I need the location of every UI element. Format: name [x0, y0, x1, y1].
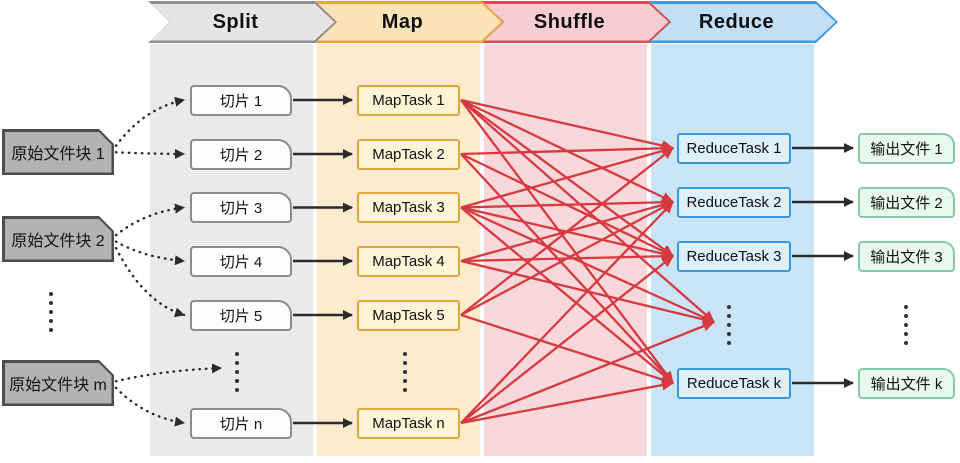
source-block-2-label: 原始文件块 2 — [5, 219, 112, 260]
split-banner-label: Split — [212, 10, 259, 33]
reduce-banner-label: Reduce — [698, 10, 775, 33]
map-banner-body: Map — [318, 4, 502, 41]
map-task-5: MapTask 5 — [357, 299, 460, 331]
shuffle-banner-label: Shuffle — [533, 10, 606, 33]
slice-4: 切片 4 — [190, 245, 292, 277]
reduce-task-k: ReduceTask k — [677, 367, 791, 399]
reduce-task-2: ReduceTask 2 — [677, 186, 791, 218]
map-task-3: MapTask 3 — [357, 192, 460, 223]
slices-ellipsis — [235, 352, 239, 392]
reduce-task-1: ReduceTask 1 — [677, 132, 791, 164]
split-banner-body: Split — [151, 4, 335, 41]
reduce-phase-banner: Reduce — [649, 1, 838, 43]
slice-n: 切片 n — [190, 407, 292, 439]
solid-arrows — [293, 95, 854, 428]
slice-3: 切片 3 — [190, 192, 292, 223]
output-file-1: 输出文件 1 — [858, 132, 955, 164]
map-task-4: MapTask 4 — [357, 245, 460, 277]
source-block-2: 原始文件块 2 — [2, 216, 114, 262]
map-task-1: MapTask 1 — [357, 84, 460, 116]
shuffle-lines — [460, 98, 715, 425]
source-block-1: 原始文件块 1 — [2, 129, 114, 175]
slice-1: 切片 1 — [190, 84, 292, 116]
slice-5: 切片 5 — [190, 299, 292, 331]
reduces-ellipsis — [727, 305, 731, 345]
maps-ellipsis — [403, 352, 407, 392]
outputs-ellipsis — [904, 305, 908, 345]
shuffle-phase-banner: Shuffle — [482, 1, 671, 43]
map-task-n: MapTask n — [357, 407, 460, 439]
source-block-m-label: 原始文件块 m — [5, 363, 112, 404]
output-file-3: 输出文件 3 — [858, 240, 955, 272]
output-file-2: 输出文件 2 — [858, 186, 955, 218]
source-block-1-label: 原始文件块 1 — [5, 132, 112, 173]
split-dotted-arrows — [114, 96, 223, 427]
shuffle-banner-body: Shuffle — [485, 4, 669, 41]
output-file-k: 输出文件 k — [858, 367, 955, 399]
split-phase-banner: Split — [148, 1, 337, 43]
map-task-2: MapTask 2 — [357, 138, 460, 170]
slice-2: 切片 2 — [190, 138, 292, 170]
reduce-banner-body: Reduce — [652, 4, 836, 41]
map-banner-label: Map — [381, 10, 424, 33]
source-block-m: 原始文件块 m — [2, 360, 114, 406]
blocks-ellipsis — [49, 292, 53, 332]
map-phase-banner: Map — [315, 1, 504, 43]
reduce-task-3: ReduceTask 3 — [677, 240, 791, 272]
